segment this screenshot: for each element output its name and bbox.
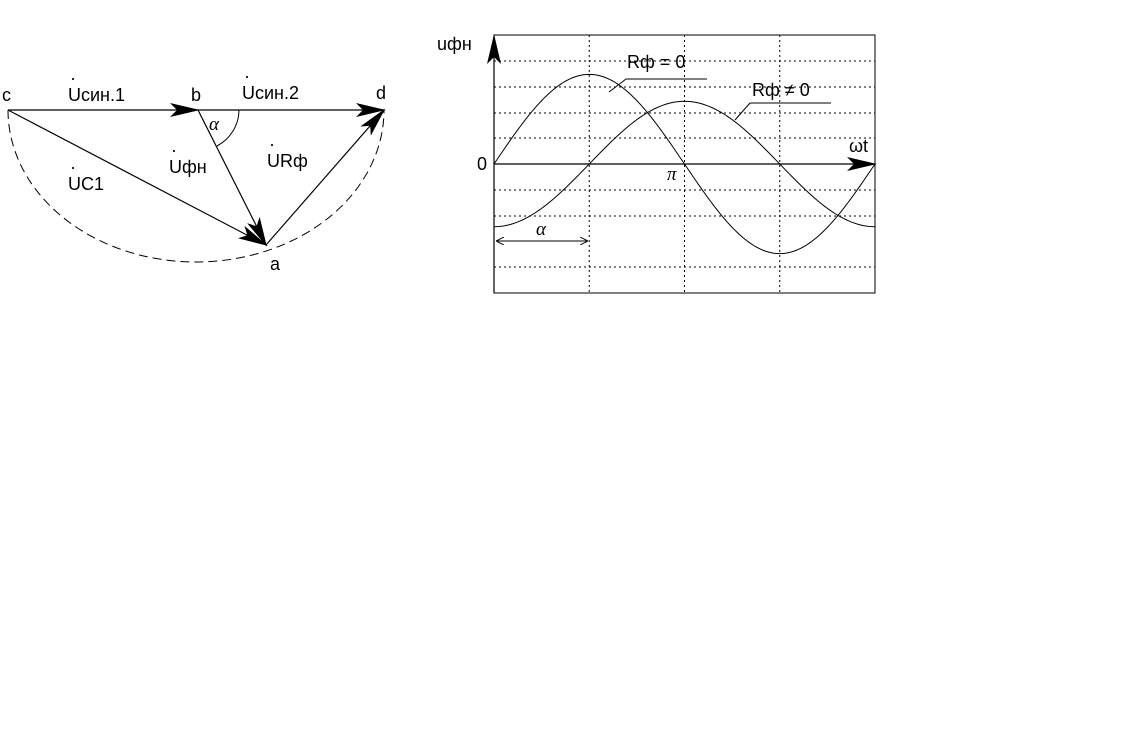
- leader-rnot0-diag: [734, 102, 751, 121]
- u-rf-label: URф: [267, 151, 308, 171]
- leader-r0-diag: [608, 78, 627, 93]
- u-sin1-dot: ·: [70, 68, 76, 88]
- u-fn-dot: ·: [171, 140, 177, 160]
- curve-label-r0: Rф = 0: [627, 52, 685, 72]
- point-c-label: c: [2, 85, 11, 105]
- angle-arc: [216, 109, 240, 147]
- vector-u-fn: [197, 109, 267, 247]
- phasor-diagram: α c b d a · Uсин.1 · Uсин.2 · Uфн · URф …: [2, 66, 386, 274]
- waveform-chart: uфн ωt 0 π α Rф = 0 Rф ≠ 0: [437, 34, 877, 294]
- u-c1-dot: ·: [70, 157, 76, 177]
- angle-label: α: [209, 114, 220, 135]
- u-fn-label: Uфн: [169, 157, 207, 177]
- vector-u-rf: [265, 108, 386, 246]
- pi-label: π: [667, 164, 677, 185]
- u-sin2-dot: ·: [244, 66, 250, 86]
- u-sin1-label: Uсин.1: [68, 85, 125, 105]
- series-line-r0: [493, 73, 876, 255]
- plot-grid: [494, 35, 875, 293]
- u-c1-label: UC1: [68, 174, 104, 194]
- vector-u-c1: [7, 109, 268, 246]
- series-line-rnot0: [493, 100, 876, 228]
- y-axis-label: uфн: [437, 34, 472, 54]
- point-d-label: d: [376, 83, 386, 103]
- curve-label-rnot0: Rф ≠ 0: [752, 80, 810, 100]
- u-sin2-label: Uсин.2: [242, 83, 299, 103]
- origin-label: 0: [477, 154, 487, 174]
- point-b-label: b: [191, 85, 201, 105]
- x-axis-label: ωt: [849, 136, 868, 156]
- alpha-label: α: [536, 219, 547, 240]
- circle-arc: [7, 109, 385, 263]
- u-rf-dot: ·: [269, 134, 275, 154]
- point-a-label: a: [270, 254, 281, 274]
